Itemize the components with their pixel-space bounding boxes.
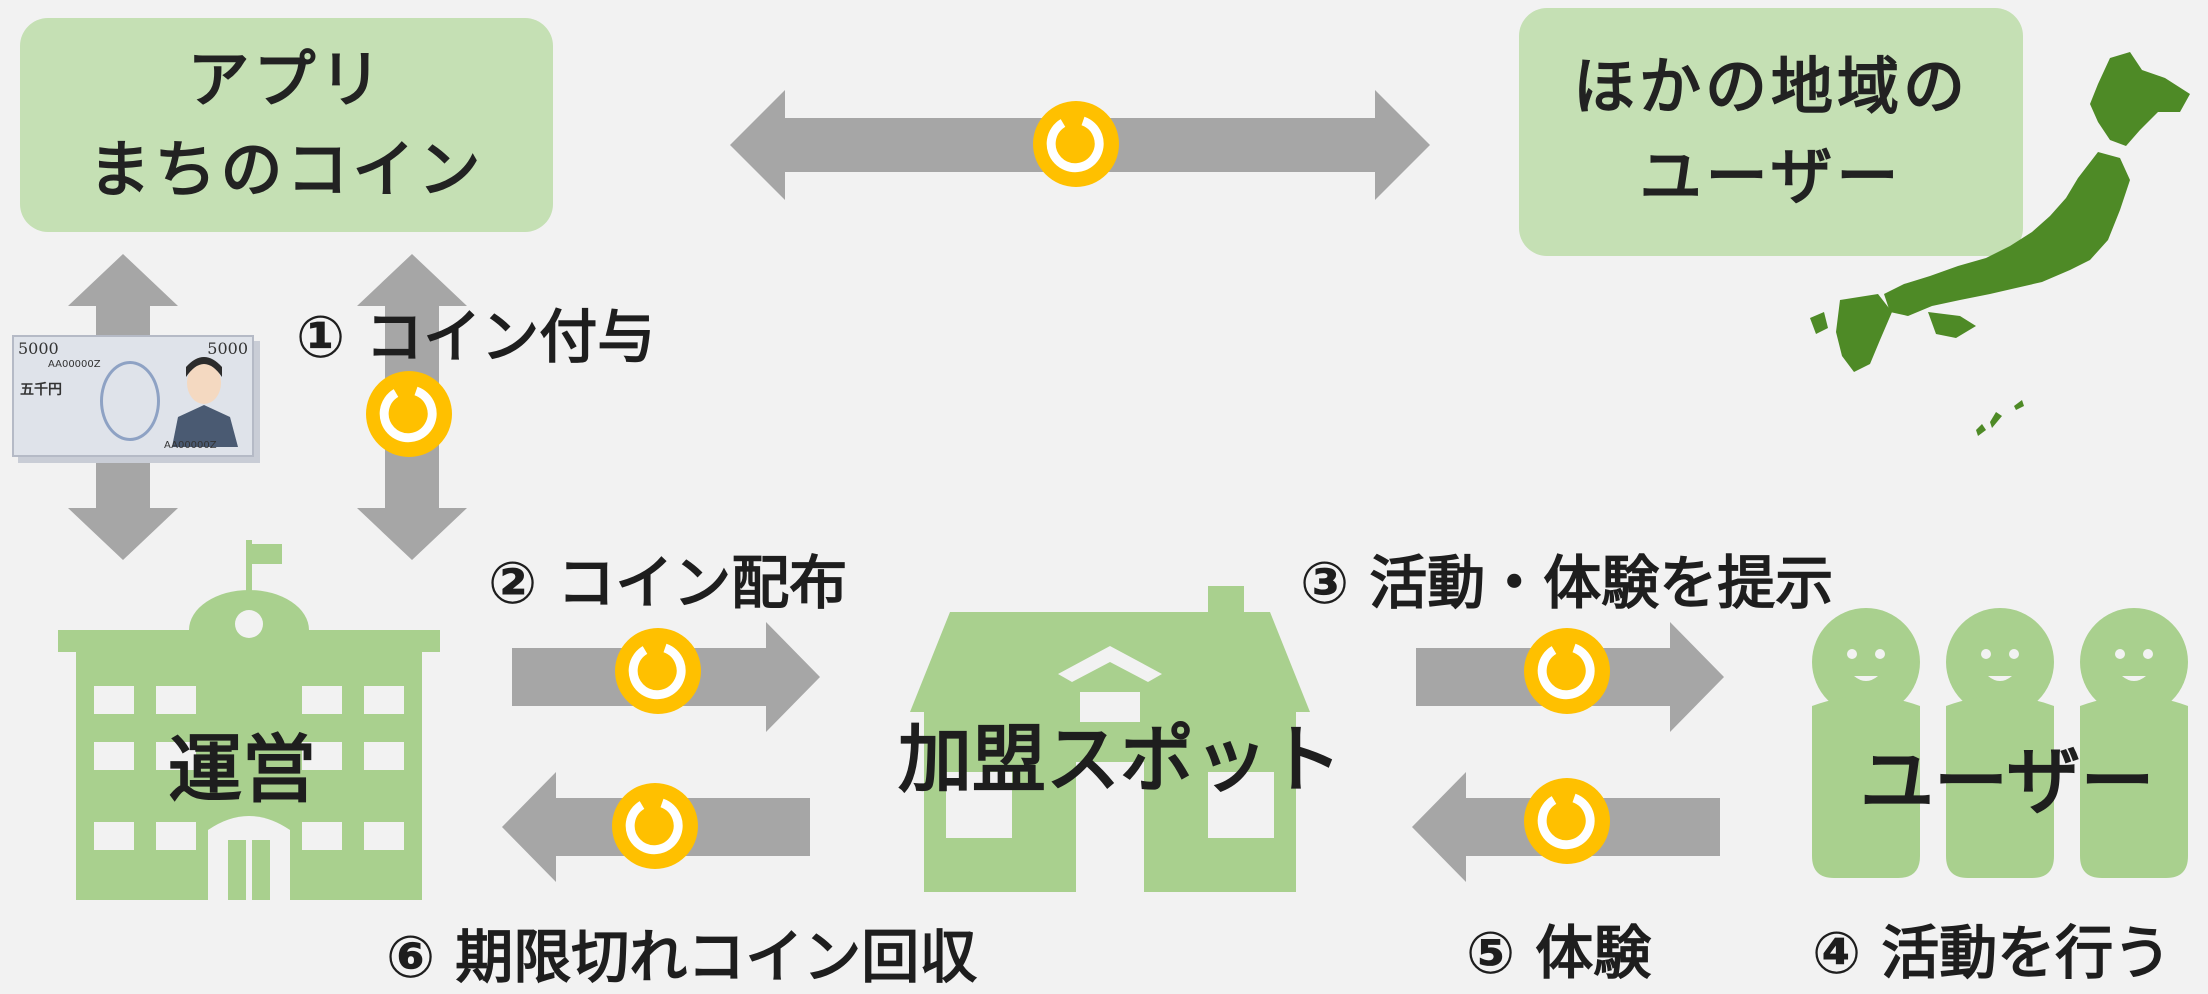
users-figures-icon xyxy=(1812,608,2188,878)
other-region-users-box: ほかの地域の ユーザー xyxy=(1519,8,2023,256)
step-5-label: ⑤ 体験 xyxy=(1466,919,1652,987)
step-2-label: ② コイン配布 xyxy=(488,549,848,617)
spot-label: 加盟スポット xyxy=(898,717,1342,803)
step-3-label: ③ 活動・体験を提示 xyxy=(1300,549,1834,617)
banknote-serial-bottom: AA00000Z xyxy=(164,440,217,451)
operator-building-icon xyxy=(58,540,440,900)
banknote-oval xyxy=(100,361,160,441)
banknote-kanji: 五千円 xyxy=(20,382,62,398)
users-label: ユーザー xyxy=(1860,739,2155,825)
coin-icon xyxy=(615,628,701,714)
spot-house-icon xyxy=(910,586,1310,892)
step-6-label: ⑥ 期限切れコイン回収 xyxy=(386,923,978,991)
coin-icon xyxy=(612,783,698,869)
app-box-line1: アプリ xyxy=(187,43,386,116)
japan-map-icon xyxy=(1810,52,2190,436)
other-region-line1: ほかの地域の xyxy=(1572,50,1969,123)
portrait-icon xyxy=(172,357,238,447)
operator-label: 運営 xyxy=(168,727,316,813)
coin-icon xyxy=(1033,101,1119,187)
coin-icon xyxy=(366,371,452,457)
app-box-line2: まちのコイン xyxy=(88,133,485,206)
app-box: アプリ まちのコイン xyxy=(20,18,553,232)
step-1-label: ① コイン付与 xyxy=(296,303,656,371)
coin-icon xyxy=(1524,778,1610,864)
banknote: 5000 5000 AA00000Z 五千円 AA00000Z xyxy=(12,335,254,457)
banknote-serial-top: AA00000Z xyxy=(48,359,101,370)
step-4-label: ④ 活動を行う xyxy=(1812,919,2172,987)
coin-icon xyxy=(1524,628,1610,714)
banknote-denomination-right: 5000 xyxy=(207,339,248,358)
banknote-denomination-left: 5000 xyxy=(18,339,59,358)
other-region-line2: ユーザー xyxy=(1639,140,1903,213)
